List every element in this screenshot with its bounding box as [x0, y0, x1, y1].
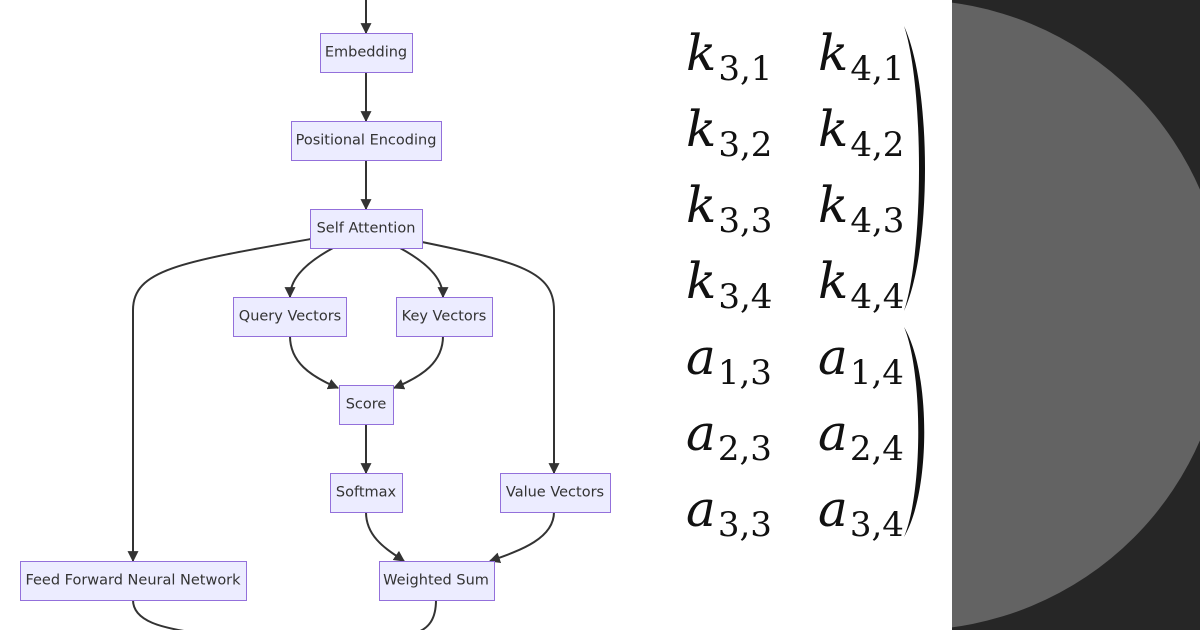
a-matrix-cell-3-2: a3,4: [818, 484, 904, 542]
a-matrix-cell-subscript: 2,4: [849, 429, 904, 469]
node-feed-forward: Feed Forward Neural Network: [20, 561, 247, 601]
k-matrix-cell-base: k: [686, 176, 717, 234]
node-self-attention-label: Self Attention: [317, 221, 416, 237]
k-matrix-cell-base: k: [818, 176, 849, 234]
node-score-label: Score: [346, 397, 387, 413]
a-matrix-cell-2-2: a2,4: [818, 408, 904, 466]
node-softmax-label: Softmax: [336, 485, 397, 501]
a-matrix-cell-base: a: [686, 404, 716, 462]
a-matrix-cell-base: a: [818, 480, 848, 538]
node-key-vectors: Key Vectors: [396, 297, 493, 337]
edge-key-vectors-score: [392, 335, 444, 390]
a-matrix-cell-2-1: a2,3: [686, 408, 772, 466]
node-query-vectors: Query Vectors: [233, 297, 347, 337]
node-feed-forward-label: Feed Forward Neural Network: [25, 573, 241, 589]
edge-weighted-sum-output: [419, 599, 437, 630]
edge-softmax-weighted-sum: [365, 511, 405, 562]
edge-self-attention-key-vectors: [399, 247, 449, 299]
k-matrix-cell-4-1: k3,4: [686, 256, 772, 314]
k-matrix-cell-subscript: 3,4: [718, 277, 773, 317]
a-matrix-cell-subscript: 3,3: [717, 505, 772, 545]
node-self-attention: Self Attention: [310, 209, 423, 249]
k-matrix-cell-1-1: k3,1: [686, 28, 772, 86]
a-matrix-cell-base: a: [818, 404, 848, 462]
a-matrix-cell-subscript: 1,3: [717, 353, 772, 393]
a-matrix-cell-1-2: a1,4: [818, 332, 904, 390]
nodes: Embedding Positional Encoding Self Atten…: [20, 33, 611, 601]
k-matrix-cell-base: k: [818, 100, 849, 158]
k-matrix-cell-subscript: 4,3: [850, 201, 905, 241]
node-key-vectors-label: Key Vectors: [402, 309, 487, 325]
transformer-flowchart: Embedding Positional Encoding Self Atten…: [20, 0, 611, 630]
node-embedding-label: Embedding: [325, 45, 407, 61]
edge-self-attention-query-vectors: [284, 247, 334, 299]
a-matrix-cell-subscript: 2,3: [717, 429, 772, 469]
k-matrix-right-paren: [904, 26, 925, 311]
edge-value-vectors-weighted-sum: [488, 511, 555, 563]
a-matrix-right-paren: [904, 327, 925, 537]
k-matrix-cell-subscript: 3,2: [718, 125, 773, 165]
a-matrix-cell-base: a: [686, 328, 716, 386]
a-matrix-cell-subscript: 1,4: [849, 353, 904, 393]
edge-self-attention-feed-forward: [127, 238, 312, 563]
k-matrix-cell-base: k: [686, 24, 717, 82]
k-matrix-cell-2-1: k3,2: [686, 104, 772, 162]
edge-feed-forward-output: [132, 599, 185, 630]
a-matrix-cell-subscript: 3,4: [849, 505, 904, 545]
edges: [127, 0, 560, 630]
dark-background-panel: [952, 0, 1200, 630]
k-matrix-cell-base: k: [686, 100, 717, 158]
node-value-vectors: Value Vectors: [500, 473, 611, 513]
k-matrix-cell-base: k: [818, 24, 849, 82]
node-weighted-sum: Weighted Sum: [379, 561, 495, 601]
a-matrix-cell-3-1: a3,3: [686, 484, 772, 542]
k-matrix-cell-base: k: [818, 252, 849, 310]
node-embedding: Embedding: [320, 33, 413, 73]
k-matrix-cell-4-2: k4,4: [818, 256, 904, 314]
node-query-vectors-label: Query Vectors: [239, 309, 341, 325]
k-matrix-cell-subscript: 3,1: [718, 49, 773, 89]
node-weighted-sum-label: Weighted Sum: [383, 573, 489, 589]
k-matrix-cell-subscript: 4,1: [850, 49, 905, 89]
k-matrix-cell-3-1: k3,3: [686, 180, 772, 238]
edge-query-vectors-score: [289, 335, 340, 390]
k-matrix-cell-base: k: [686, 252, 717, 310]
k-matrix-cell-1-2: k4,1: [818, 28, 904, 86]
node-score: Score: [339, 385, 394, 425]
node-positional-encoding: Positional Encoding: [291, 121, 442, 161]
a-matrix-cell-base: a: [818, 328, 848, 386]
k-matrix-cell-subscript: 4,4: [850, 277, 905, 317]
node-positional-encoding-label: Positional Encoding: [296, 133, 437, 149]
a-matrix-cell-base: a: [686, 480, 716, 538]
k-matrix-cell-subscript: 4,2: [850, 125, 905, 165]
k-matrix-cell-2-2: k4,2: [818, 104, 904, 162]
node-value-vectors-label: Value Vectors: [506, 485, 604, 501]
k-matrix-cell-3-2: k4,3: [818, 180, 904, 238]
node-softmax: Softmax: [330, 473, 403, 513]
a-matrix-cell-1-1: a1,3: [686, 332, 772, 390]
edge-self-attention-value-vectors: [421, 241, 560, 475]
grey-circle-shape: [952, 0, 1200, 630]
k-matrix-cell-subscript: 3,3: [718, 201, 773, 241]
